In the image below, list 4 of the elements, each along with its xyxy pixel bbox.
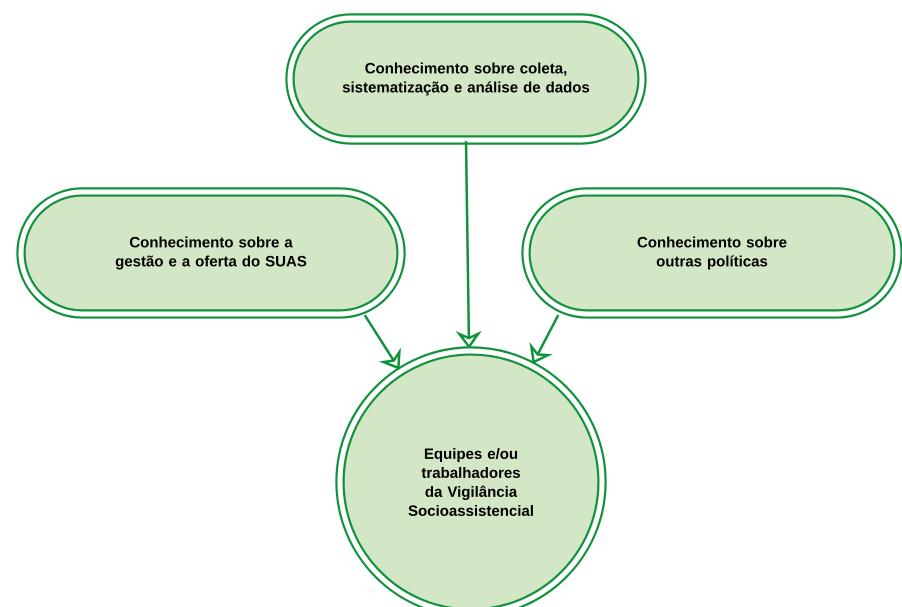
rounded-box: Conhecimento sobre outras políticas xyxy=(521,187,902,319)
circle-node: Equipes e/ou trabalhadores da Vigilância Socioassistencial xyxy=(335,346,607,607)
rounded-box: Conhecimento sobre coleta, sistematização e análise de dados xyxy=(285,13,647,145)
rounded-box: Conhecimento sobre a gestão e a oferta do SUAS xyxy=(16,187,406,319)
